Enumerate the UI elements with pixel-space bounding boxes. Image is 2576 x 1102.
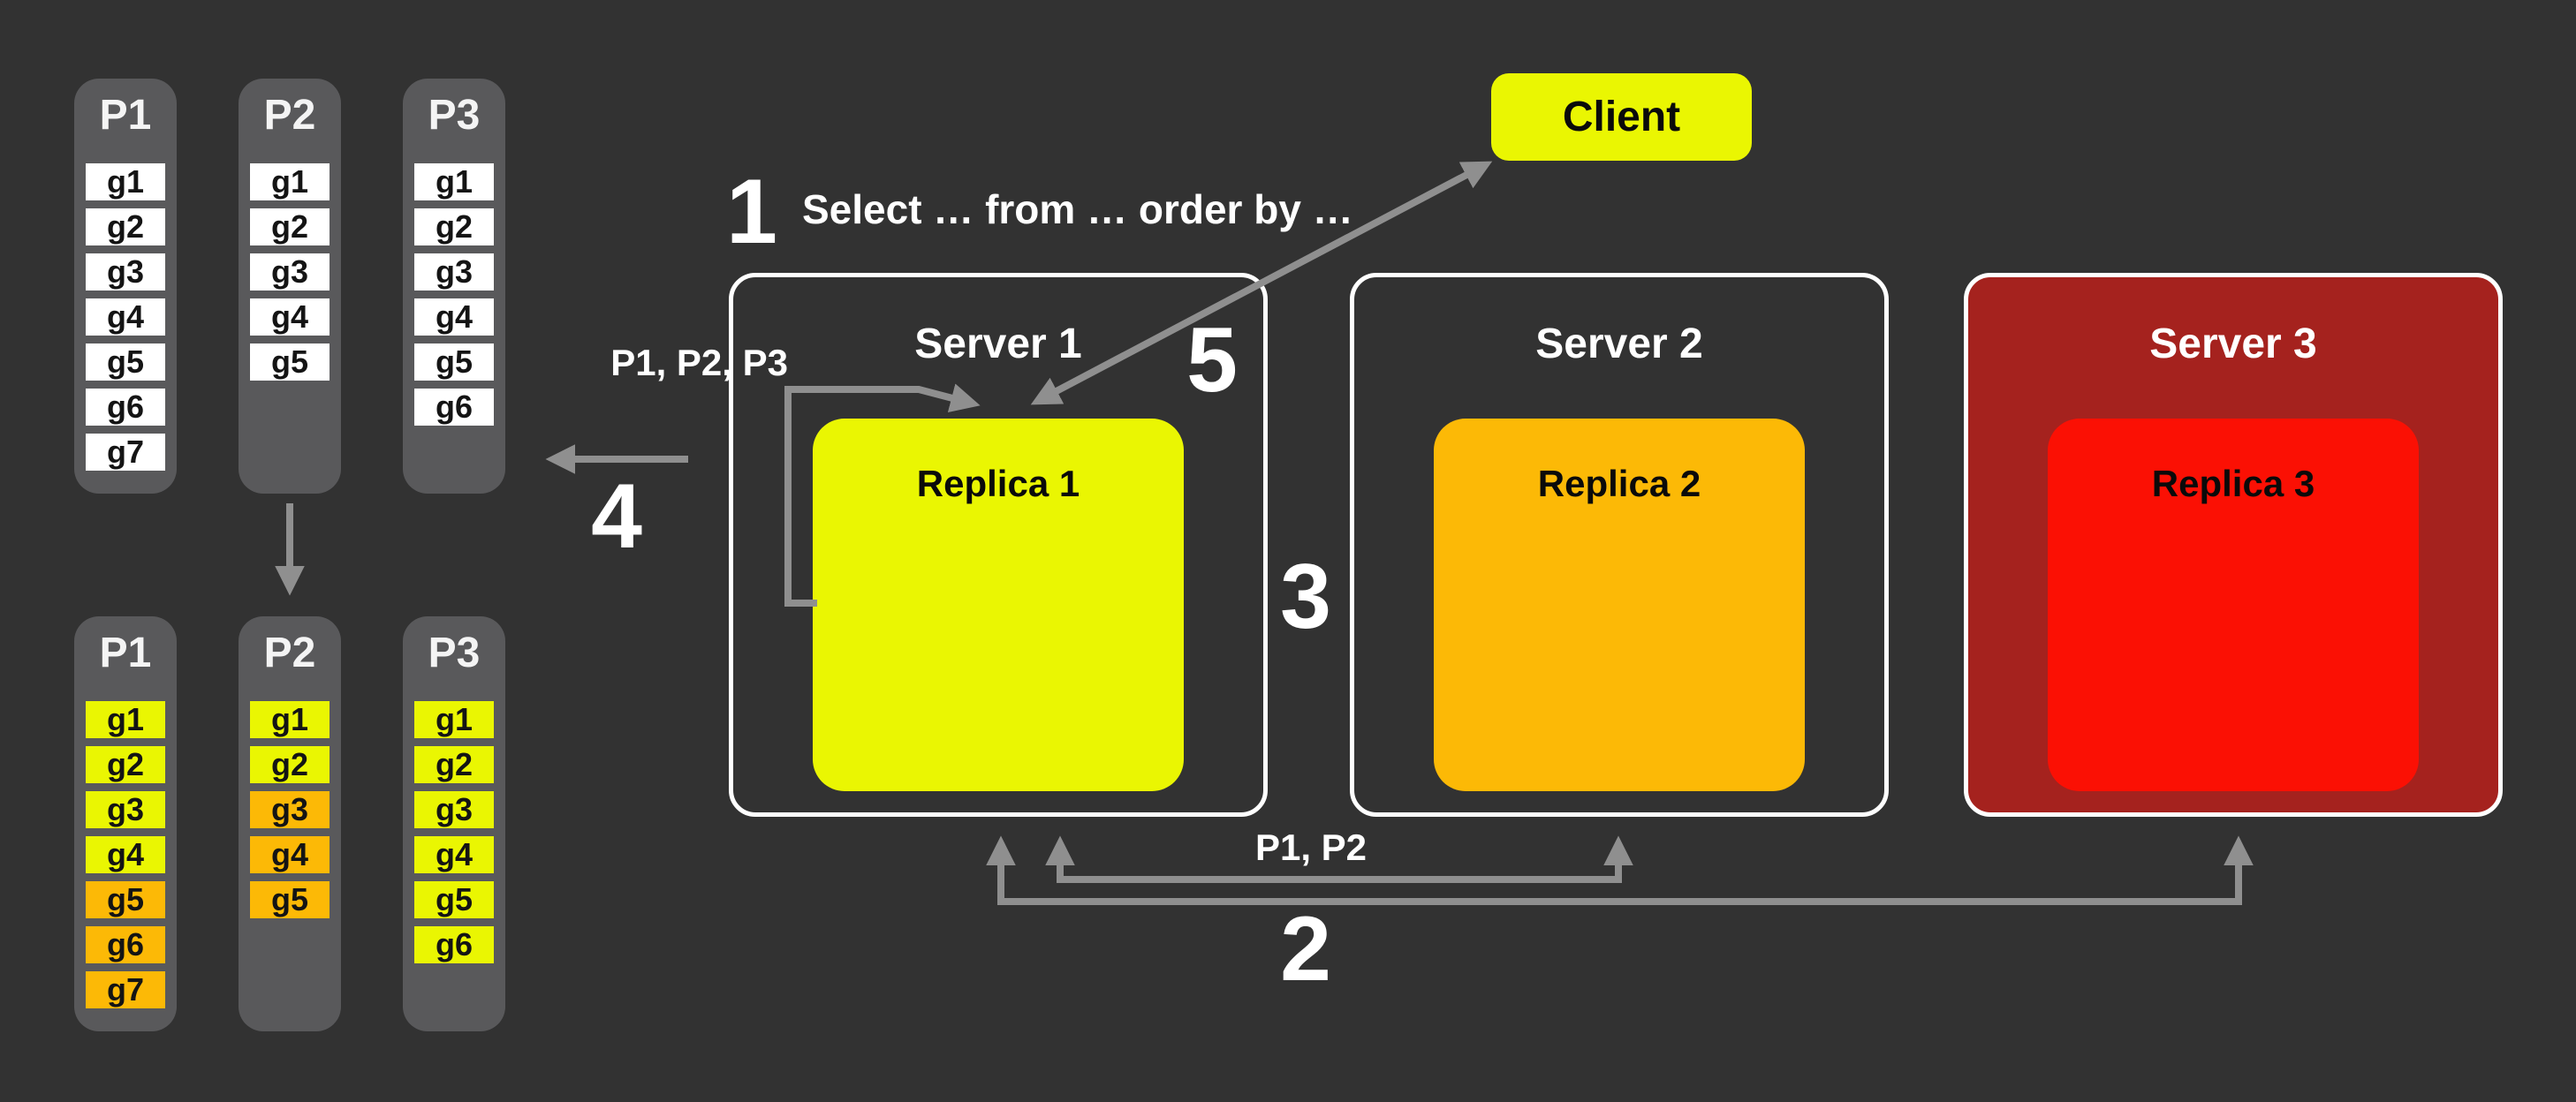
partition-bottom-p3: P3 g1 g2 g3 g4 g5 g6 bbox=[403, 616, 505, 1031]
group-box: g1 bbox=[414, 701, 494, 738]
group-box: g2 bbox=[250, 746, 330, 783]
server-2: Server 2 Replica 2 bbox=[1350, 273, 1889, 817]
group-box: g5 bbox=[86, 343, 165, 381]
group-box: g1 bbox=[86, 163, 165, 200]
group-box: g6 bbox=[414, 926, 494, 963]
step-5-number: 5 bbox=[1186, 309, 1238, 411]
group-box: g2 bbox=[250, 208, 330, 245]
group-box: g3 bbox=[250, 253, 330, 291]
partition-title: P2 bbox=[263, 92, 316, 139]
group-box: g1 bbox=[86, 701, 165, 738]
step-2-number: 2 bbox=[1280, 898, 1331, 1000]
group-box: g5 bbox=[250, 343, 330, 381]
group-box: g4 bbox=[86, 836, 165, 873]
group-list: g1 g2 g3 g4 g5 g6 g7 bbox=[74, 163, 177, 479]
group-box: g7 bbox=[86, 971, 165, 1008]
group-box: g3 bbox=[86, 253, 165, 291]
group-list: g1 g2 g3 g4 g5 bbox=[239, 701, 341, 926]
fanout-partitions-label: P1, P2, P3 bbox=[610, 342, 788, 383]
group-list: g1 g2 g3 g4 g5 g6 bbox=[403, 163, 505, 434]
group-box: g4 bbox=[414, 298, 494, 336]
client-node: Client bbox=[1491, 73, 1752, 161]
replica-name: Replica 3 bbox=[2151, 463, 2315, 504]
group-box: g2 bbox=[86, 746, 165, 783]
replica-name: Replica 1 bbox=[916, 463, 1080, 504]
group-box: g3 bbox=[414, 253, 494, 291]
group-box: g4 bbox=[250, 298, 330, 336]
group-box: g3 bbox=[250, 791, 330, 828]
partition-title: P2 bbox=[263, 630, 316, 676]
group-list: g1 g2 g3 g4 g5 bbox=[239, 163, 341, 389]
partition-top-p3: P3 g1 g2 g3 g4 g5 g6 bbox=[403, 79, 505, 494]
group-box: g2 bbox=[414, 208, 494, 245]
server-3: Server 3 Replica 3 bbox=[1964, 273, 2503, 817]
group-box: g6 bbox=[86, 389, 165, 426]
partition-bottom-p2: P2 g1 g2 g3 g4 g5 bbox=[239, 616, 341, 1031]
group-list: g1 g2 g3 g4 g5 g6 g7 bbox=[74, 701, 177, 1016]
arrow-server1-server3 bbox=[986, 835, 2254, 905]
group-box: g3 bbox=[414, 791, 494, 828]
replica-1: Replica 1 bbox=[813, 419, 1184, 791]
server-name: Server 2 bbox=[1535, 321, 1703, 367]
group-box: g4 bbox=[86, 298, 165, 336]
group-box: g5 bbox=[414, 881, 494, 918]
group-box: g1 bbox=[414, 163, 494, 200]
step-1-query-text: Select … from … order by … bbox=[802, 186, 1353, 232]
replica-3: Replica 3 bbox=[2048, 419, 2419, 791]
group-box: g2 bbox=[414, 746, 494, 783]
group-box: g6 bbox=[414, 389, 494, 426]
partition-title: P3 bbox=[428, 92, 481, 139]
group-box: g6 bbox=[86, 926, 165, 963]
group-box: g1 bbox=[250, 163, 330, 200]
group-box: g4 bbox=[414, 836, 494, 873]
group-box: g1 bbox=[250, 701, 330, 738]
partition-bottom-p1: P1 g1 g2 g3 g4 g5 g6 g7 bbox=[74, 616, 177, 1031]
server-name: Server 3 bbox=[2149, 321, 2317, 367]
replica-2: Replica 2 bbox=[1434, 419, 1805, 791]
group-box: g2 bbox=[86, 208, 165, 245]
group-box: g5 bbox=[250, 881, 330, 918]
step-2-partitions-label: P1, P2 bbox=[1254, 826, 1368, 868]
partition-title: P3 bbox=[428, 630, 481, 676]
step-3-number: 3 bbox=[1280, 546, 1331, 648]
group-list: g1 g2 g3 g4 g5 g6 bbox=[403, 701, 505, 971]
partition-title: P1 bbox=[99, 630, 152, 676]
group-box: g5 bbox=[414, 343, 494, 381]
group-box: g5 bbox=[86, 881, 165, 918]
partition-top-p1: P1 g1 g2 g3 g4 g5 g6 g7 bbox=[74, 79, 177, 494]
step-1-number: 1 bbox=[726, 161, 777, 263]
group-box: g7 bbox=[86, 434, 165, 471]
group-box: g3 bbox=[86, 791, 165, 828]
partition-title: P1 bbox=[99, 92, 152, 139]
group-box: g4 bbox=[250, 836, 330, 873]
step-4-number: 4 bbox=[591, 465, 642, 568]
partition-top-p2: P2 g1 g2 g3 g4 g5 bbox=[239, 79, 341, 494]
replica-name: Replica 2 bbox=[1537, 463, 1701, 504]
